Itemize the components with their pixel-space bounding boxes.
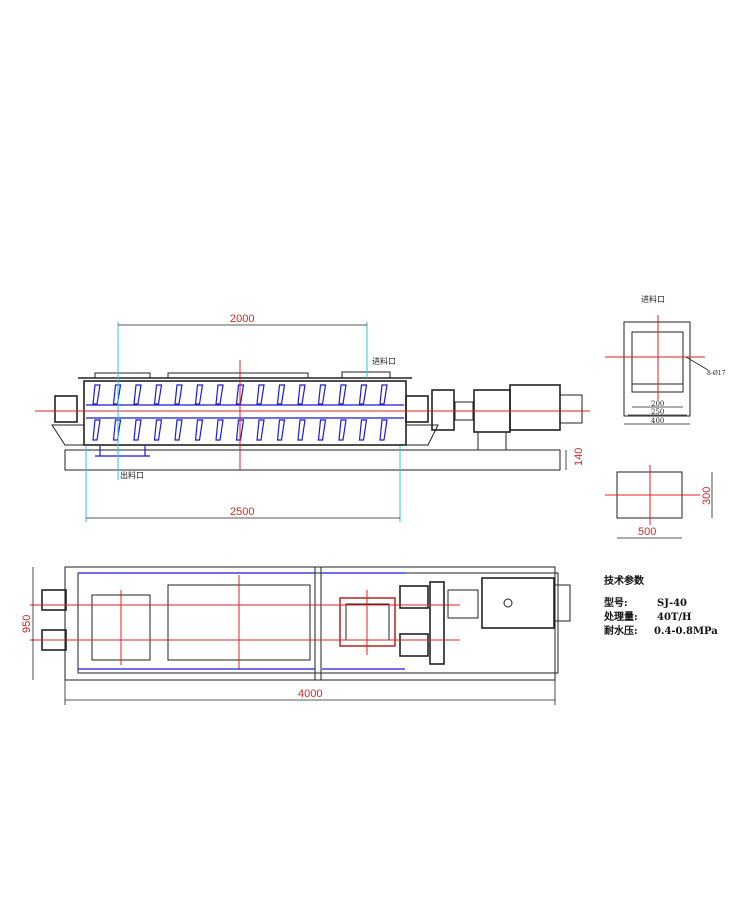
param-value: 0.4-0.8MPa (654, 626, 718, 637)
plan-view: 950 4000 (21, 566, 571, 705)
hole-note: 8-Ø17 (707, 370, 726, 377)
paddle (92, 419, 101, 441)
bearing (399, 585, 429, 609)
paddle (112, 384, 122, 405)
right-bearing (405, 395, 429, 423)
gear-pair (429, 581, 445, 665)
outlet-detail: 500 300 (605, 465, 713, 539)
outlet-port (95, 446, 150, 457)
dim-300: 300 (701, 487, 713, 505)
dim-2500: 2500 (230, 506, 254, 518)
motor (509, 384, 561, 431)
tech-params-title: 技术参数 (604, 574, 645, 587)
inlet-detail-title: 进料口 (641, 294, 665, 304)
paddle (379, 384, 388, 405)
param-label: 型号: (604, 596, 628, 609)
paddle (215, 384, 224, 405)
paddle (174, 419, 183, 441)
cover-plate (167, 372, 309, 379)
dim-4000: 4000 (298, 688, 322, 700)
coupling (431, 389, 455, 431)
paddle (317, 419, 327, 441)
trough-body (83, 380, 407, 446)
param-value: 40T/H (657, 612, 691, 623)
outlet-label: 出料口 (120, 470, 144, 480)
dim-200: 200 (651, 400, 664, 408)
paddle (297, 419, 306, 441)
dim-950: 950 (21, 615, 33, 633)
paddle (317, 384, 327, 405)
dim-140: 140 (573, 448, 585, 466)
paddle (153, 384, 163, 405)
motor-fan (553, 584, 571, 622)
paddle (297, 384, 306, 405)
paddle (276, 419, 286, 441)
dim-400: 400 (651, 417, 664, 425)
left-bearing (54, 395, 78, 423)
left-bearing-seat (51, 424, 85, 446)
side-view: 2000 2500 140 进料口 出料口 (35, 313, 590, 522)
reducer-base (477, 431, 507, 451)
motor-terminal (503, 598, 513, 608)
paddle (92, 384, 101, 405)
paddle (194, 384, 204, 405)
motor-fan-cover (559, 394, 583, 424)
plan-frame (64, 566, 556, 681)
paddle (276, 384, 286, 405)
param-value: SJ-40 (657, 598, 687, 609)
inlet-outer (623, 321, 691, 417)
paddle (379, 419, 388, 441)
right-bearing-seat (405, 424, 439, 446)
param-label: 耐水压: (604, 624, 638, 637)
paddle (133, 419, 142, 441)
inlet-flange (341, 371, 391, 379)
paddle (358, 419, 368, 441)
dim-2000: 2000 (230, 313, 254, 325)
paddle (194, 419, 204, 441)
paddle (256, 419, 265, 441)
param-label: 处理量: (603, 610, 638, 623)
paddle (153, 419, 163, 441)
paddle (133, 384, 142, 405)
dim-250: 250 (651, 408, 664, 416)
plan-inner (77, 572, 559, 674)
base-frame (64, 449, 561, 471)
tech-params: 技术参数 型号: SJ-40 处理量: 40T/H 耐水压: 0.4-0.8MP… (603, 574, 718, 637)
paddle (112, 419, 122, 441)
paddle (215, 419, 224, 441)
paddle (256, 384, 265, 405)
reducer (447, 589, 479, 619)
bearing (41, 589, 67, 611)
paddle (358, 384, 368, 405)
leader-line (685, 356, 709, 371)
paddle (174, 384, 183, 405)
inlet-detail: 进料口 8-Ø17 200 250 400 (605, 294, 726, 425)
motor (481, 577, 555, 629)
paddle (338, 384, 347, 405)
bearing (399, 633, 429, 657)
inlet-label: 进料口 (372, 356, 396, 366)
cover-plate (94, 372, 151, 379)
paddle (338, 419, 347, 441)
paddles (92, 384, 388, 441)
dim-500: 500 (638, 526, 656, 538)
